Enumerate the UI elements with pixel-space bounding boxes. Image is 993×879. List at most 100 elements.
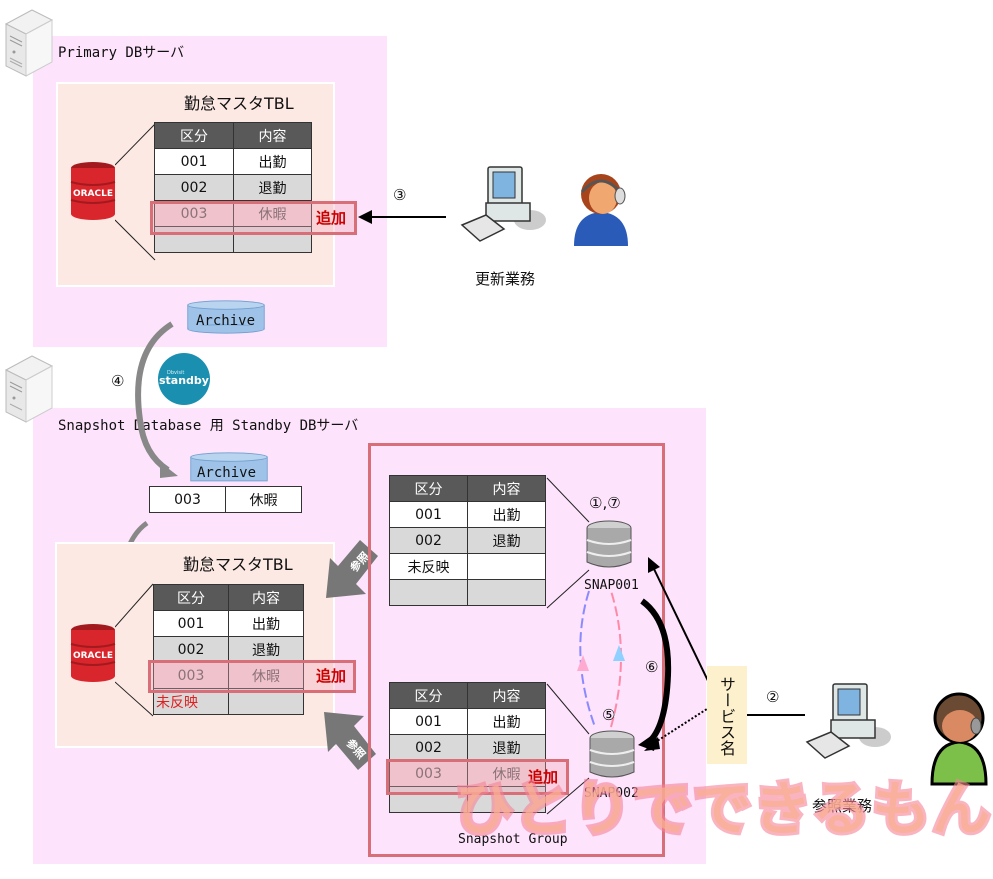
cell-value: 出勤 (467, 501, 546, 528)
table-row (154, 226, 312, 253)
cell-value: 退勤 (228, 636, 304, 663)
cell-value: 出勤 (233, 148, 312, 175)
table-row: 未反映 (389, 553, 546, 580)
cell-code: 002 (154, 174, 234, 201)
cell-value (467, 579, 546, 606)
snapshot-cycle-arrows (577, 590, 625, 728)
snap002-added-row-highlight (386, 759, 569, 795)
table-header: 区分 (154, 122, 234, 149)
cell-value (233, 226, 312, 253)
table-header: 内容 (228, 584, 304, 611)
primary-table-title: 勤怠マスタTBL (184, 94, 294, 113)
step-5-label: ⑤ (602, 706, 616, 724)
standby-server-label: Snapshot Database 用 Standby DBサーバ (58, 418, 359, 434)
table-header: 区分 (389, 475, 468, 502)
oracle-logo-text: ORACLE (73, 651, 113, 661)
snap002-connector-lines (546, 683, 590, 815)
cell-code: 003 (149, 486, 226, 513)
computer-icon-update (460, 166, 546, 242)
archive-icon-primary (187, 300, 265, 334)
step-4-label: ④ (111, 372, 125, 390)
computer-icon-reference (805, 683, 891, 759)
step-1-7-label: ①,⑦ (589, 494, 621, 512)
snap002-db-icon (589, 730, 635, 778)
table-header: 区分 (389, 682, 468, 709)
cell-code: 001 (389, 708, 468, 735)
cell-code (389, 786, 468, 813)
update-client-caption: 更新業務 (475, 270, 536, 288)
table-header: 内容 (467, 682, 546, 709)
cell-code: 001 (389, 501, 468, 528)
server-icon-standby (4, 355, 54, 423)
watermark: ひとりでできるもん (452, 772, 993, 846)
snap001-connector-lines (546, 477, 590, 609)
oracle-logo-text: ORACLE (73, 189, 113, 199)
primary-add-label: 追加 (316, 209, 347, 227)
cell-value: 退勤 (467, 527, 546, 554)
snapshot-group-frame (368, 443, 665, 857)
table-header: 内容 (233, 122, 312, 149)
snap002-add-label: 追加 (528, 768, 559, 786)
step-6-label: ⑥ (645, 658, 659, 676)
cell-code: 001 (154, 148, 234, 175)
archive-icon-standby (190, 452, 268, 482)
update-arrow (358, 210, 446, 224)
service-name-box: サービス名 (707, 666, 747, 764)
snapshot-group-label: Snapshot Group (458, 832, 568, 847)
cell-code: 002 (153, 636, 229, 663)
standby-logo: Dbvisit standby (158, 353, 210, 405)
oracle-db-icon-standby: ORACLE (70, 624, 116, 682)
cell-code (154, 226, 234, 253)
snap001-db-icon (586, 520, 632, 568)
cell-value: 出勤 (467, 708, 546, 735)
standby-table-title: 勤怠マスタTBL (183, 555, 293, 574)
cell-value: 休暇 (467, 760, 546, 787)
reference-client-caption: 参照業務 (812, 797, 873, 815)
archive-transfer-arrow (135, 321, 178, 478)
service-to-client-line (747, 714, 805, 716)
cell-code: 003 (154, 200, 234, 227)
step-3-label: ③ (393, 186, 407, 204)
user-icon-operator-reference (930, 692, 988, 786)
cell-code: 002 (389, 734, 468, 761)
archive-label-primary: Archive (196, 313, 256, 329)
cell-value: 退勤 (233, 174, 312, 201)
standby-added-row-highlight (148, 660, 356, 693)
cell-value: 休暇 (225, 486, 302, 513)
table-header: 内容 (467, 475, 546, 502)
cell-code (389, 579, 468, 606)
snap002-name: SNAP002 (584, 786, 639, 801)
primary-connector-lines (115, 123, 156, 261)
cell-value: 出勤 (228, 610, 304, 637)
standby-logo-text: standby (159, 374, 209, 387)
archive-label-standby: Archive (197, 465, 257, 481)
service-name-label: サービス名 (717, 676, 736, 756)
cell-value: 退勤 (467, 734, 546, 761)
table-row (389, 786, 546, 813)
user-icon-operator-update (574, 174, 628, 246)
cell-value (467, 786, 546, 813)
reference-arrow-top: 参照 (326, 540, 378, 598)
snap001-name: SNAP001 (584, 578, 639, 593)
cell-code: 未反映 (389, 553, 468, 580)
standby-logo-small-text: Dbvisit (167, 370, 184, 376)
table-row (389, 579, 546, 606)
primary-added-row-highlight (150, 201, 357, 235)
table-header: 区分 (153, 584, 229, 611)
standby-connector-lines (115, 583, 154, 717)
server-icon-primary (4, 9, 54, 77)
cell-code: 003 (389, 760, 468, 787)
